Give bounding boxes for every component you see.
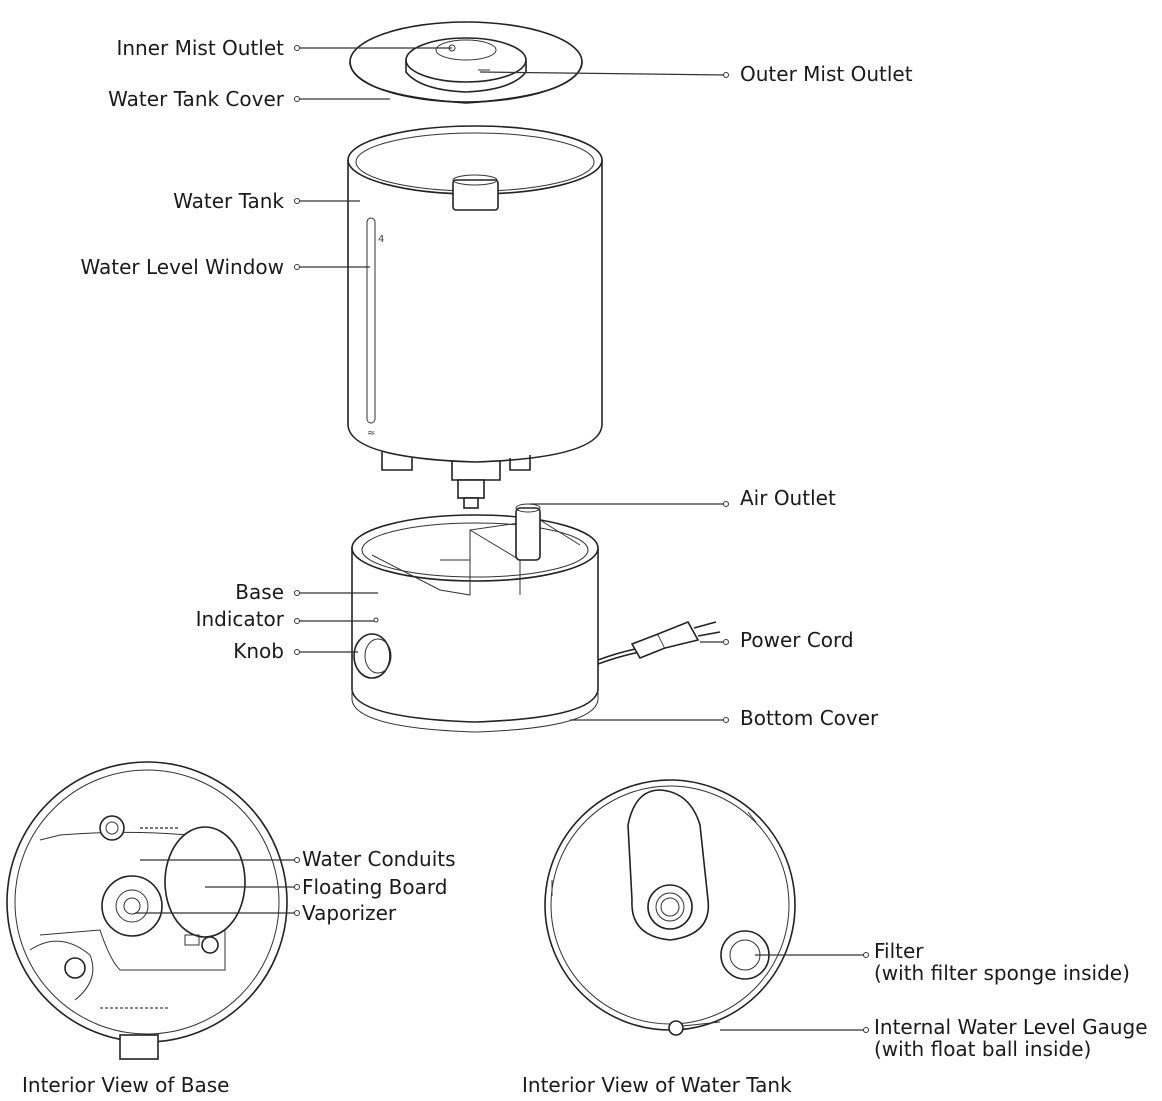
interior-base-drawing <box>6 761 288 1060</box>
water-tank-drawing: 4 ≈ <box>347 125 603 509</box>
water-tank-cover-drawing <box>349 21 583 104</box>
label-air-outlet: Air Outlet <box>740 486 836 510</box>
caption-interior-view-of-water-tank: Interior View of Water Tank <box>522 1073 792 1097</box>
leader-lines <box>135 45 869 1033</box>
label-filter: Filter (with filter sponge inside) <box>874 940 1130 984</box>
label-internal-water-level-gauge: Internal Water Level Gauge (with float b… <box>874 1016 1148 1060</box>
caption-interior-view-of-base: Interior View of Base <box>22 1073 230 1097</box>
label-water-tank-cover: Water Tank Cover <box>108 87 284 111</box>
svg-text:4: 4 <box>378 234 384 245</box>
interior-tank-drawing <box>544 779 796 1036</box>
label-knob: Knob <box>233 639 284 663</box>
label-floating-board: Floating Board <box>302 875 448 899</box>
base-drawing <box>351 503 599 733</box>
label-vaporizer: Vaporizer <box>302 901 397 925</box>
svg-text:≈: ≈ <box>367 428 375 439</box>
label-gauge-line2: (with float ball inside) <box>874 1037 1092 1061</box>
label-filter-line2: (with filter sponge inside) <box>874 961 1130 985</box>
label-gauge-line1: Internal Water Level Gauge <box>874 1015 1148 1039</box>
label-water-level-window: Water Level Window <box>80 255 285 279</box>
label-water-conduits: Water Conduits <box>302 847 456 871</box>
label-inner-mist-outlet: Inner Mist Outlet <box>116 36 284 60</box>
power-cord-drawing <box>597 620 721 665</box>
label-base: Base <box>235 580 284 604</box>
label-power-cord: Power Cord <box>740 628 854 652</box>
label-filter-line1: Filter <box>874 939 924 963</box>
label-water-tank: Water Tank <box>173 189 284 213</box>
label-outer-mist-outlet: Outer Mist Outlet <box>740 62 913 86</box>
label-bottom-cover: Bottom Cover <box>740 706 879 730</box>
label-indicator: Indicator <box>195 607 284 631</box>
